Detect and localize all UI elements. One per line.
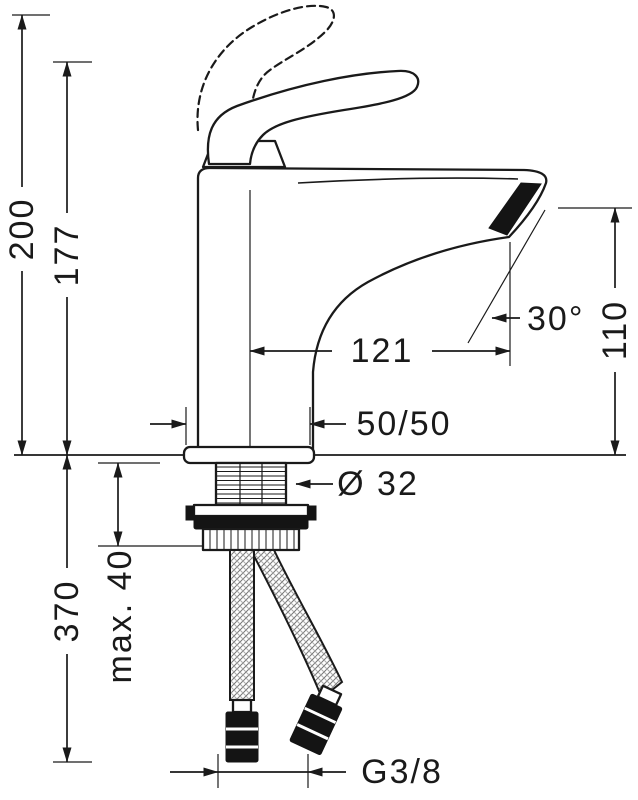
- dimension-spout-angle: 30°: [467, 209, 584, 344]
- dimension-clearance: 50/50: [150, 405, 451, 445]
- hose-connector-right-bands: [296, 706, 337, 741]
- mounting-flange: [192, 503, 310, 518]
- handle-raised-outline: [196, 4, 335, 132]
- handle-lever: [206, 69, 420, 166]
- shank-hose-tubes: [239, 464, 263, 504]
- dimension-outlet-height: 110: [558, 207, 634, 456]
- dimension-shank-diameter: Ø 32: [295, 465, 419, 503]
- mounting-stud-right: [307, 505, 317, 521]
- dim-label-install-depth: 370: [48, 580, 86, 643]
- supply-hose-left: [229, 549, 255, 701]
- dimension-max-mounting-thickness: max. 40: [98, 462, 202, 684]
- dim-label-height-overall: 200: [3, 198, 41, 261]
- dim-label-outlet-height: 110: [596, 300, 634, 360]
- dimension-spout-reach: 121: [249, 190, 511, 446]
- dim-label-spout-angle: 30°: [527, 300, 584, 338]
- faucet-artwork: [14, 4, 626, 763]
- dimension-height-handle: 177: [48, 61, 92, 456]
- base-plate: [182, 445, 316, 465]
- mounting-nut-hatch: [209, 530, 295, 549]
- dim-label-height-handle: 177: [48, 224, 86, 287]
- hose-connector-right: [289, 684, 343, 756]
- aerator: [488, 182, 542, 236]
- dim-label-shank-diameter: Ø 32: [337, 465, 419, 503]
- hose-connector-left: [225, 698, 259, 763]
- supply-hose-right: [253, 549, 344, 700]
- dimension-install-depth: 370: [48, 454, 92, 763]
- dim-label-spout-reach: 121: [351, 332, 414, 370]
- hose-connector-left-nut: [225, 711, 259, 763]
- hose-connector-right-nut: [289, 693, 343, 756]
- spout-contour-line: [297, 177, 519, 184]
- faucet-body-spout: [196, 166, 548, 454]
- rubber-washer: [193, 515, 309, 530]
- dimension-height-overall: 200: [3, 14, 50, 456]
- dimension-connection-thread: G3/8: [170, 753, 443, 791]
- hose-connector-left-bands: [226, 727, 258, 749]
- shank-thread-hatch: [217, 466, 285, 504]
- hose-connector-left-ferrule: [231, 698, 253, 714]
- dim-label-connection-thread: G3/8: [361, 753, 443, 791]
- dim-label-clearance: 50/50: [356, 405, 451, 443]
- dim-label-max-mounting-thickness: max. 40: [101, 549, 139, 684]
- mounting-stud-left: [185, 505, 195, 521]
